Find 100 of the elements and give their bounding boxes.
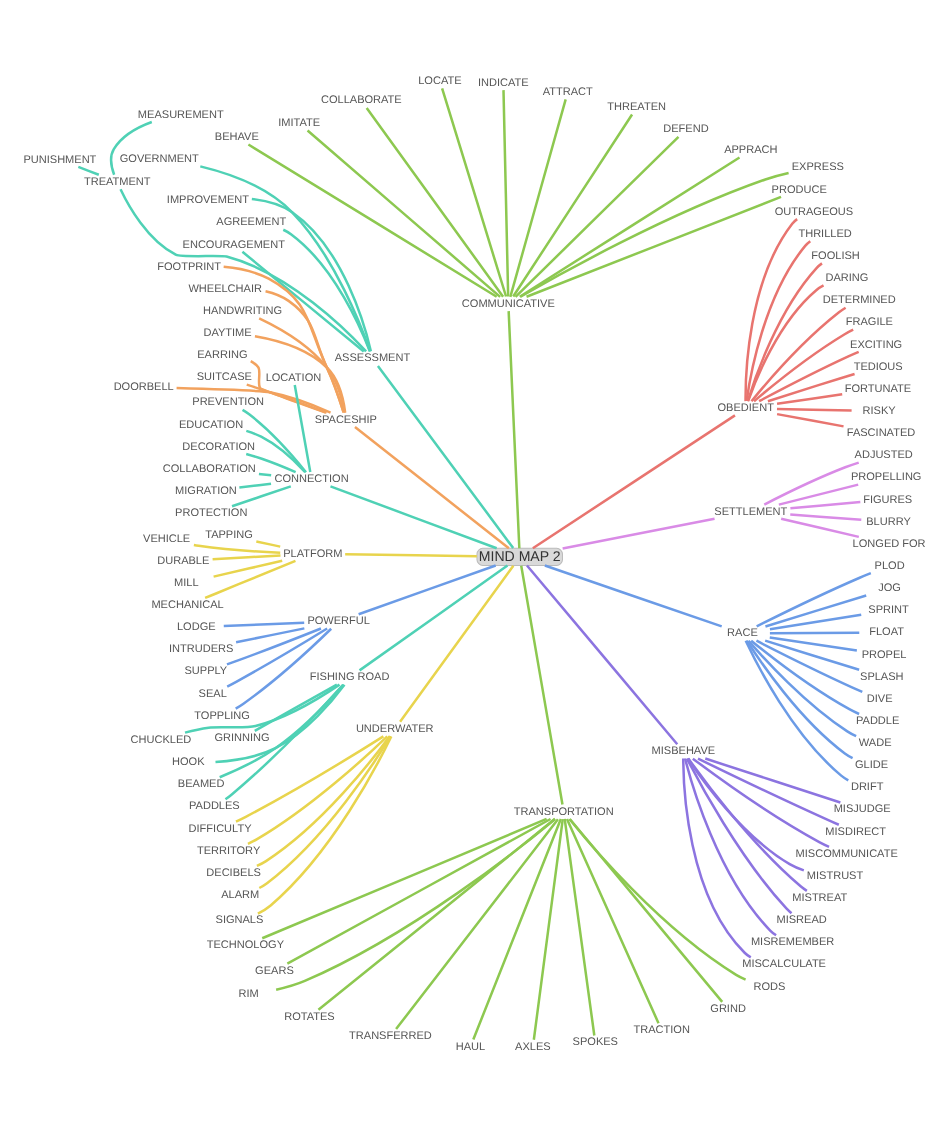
connector bbox=[758, 350, 860, 403]
connector bbox=[520, 565, 564, 805]
connector bbox=[215, 683, 346, 764]
connector bbox=[682, 758, 752, 959]
connector bbox=[776, 407, 852, 412]
connector bbox=[241, 408, 307, 473]
connector bbox=[256, 735, 391, 868]
connector bbox=[395, 818, 559, 1030]
connector bbox=[286, 817, 552, 965]
connector bbox=[767, 372, 855, 403]
connector bbox=[526, 564, 679, 745]
connector bbox=[790, 513, 862, 522]
connector bbox=[250, 360, 327, 414]
connector bbox=[226, 627, 328, 688]
connector bbox=[776, 393, 843, 405]
connector bbox=[753, 328, 854, 403]
connector bbox=[776, 412, 844, 428]
connector bbox=[472, 818, 562, 1040]
connector bbox=[750, 306, 847, 402]
connector bbox=[440, 87, 508, 297]
connector bbox=[565, 818, 660, 1024]
connector bbox=[514, 135, 680, 298]
connector bbox=[223, 621, 305, 628]
connector bbox=[345, 552, 477, 558]
connector bbox=[358, 564, 497, 616]
connector bbox=[184, 683, 341, 734]
connector bbox=[746, 262, 823, 402]
connector bbox=[77, 165, 100, 176]
connector bbox=[226, 627, 322, 666]
connector bbox=[330, 485, 498, 550]
connector bbox=[750, 639, 860, 716]
connector bbox=[755, 639, 863, 693]
connector bbox=[563, 818, 596, 1036]
connector bbox=[765, 594, 867, 628]
connector bbox=[224, 683, 345, 801]
connector bbox=[254, 334, 347, 413]
connector bbox=[526, 195, 782, 298]
connector bbox=[239, 482, 272, 489]
connector bbox=[687, 757, 808, 892]
connector bbox=[251, 197, 373, 352]
connector bbox=[764, 639, 860, 671]
connector bbox=[231, 485, 292, 508]
connector bbox=[502, 90, 510, 297]
connector bbox=[219, 684, 345, 779]
connector bbox=[223, 265, 345, 413]
connector bbox=[683, 758, 777, 937]
connector bbox=[258, 317, 346, 413]
connector bbox=[532, 414, 736, 550]
connector bbox=[778, 483, 859, 506]
connector bbox=[235, 627, 305, 644]
connector bbox=[763, 461, 860, 506]
connector bbox=[176, 386, 332, 414]
connector bbox=[509, 99, 567, 298]
connector bbox=[200, 165, 372, 352]
connector bbox=[544, 564, 723, 628]
connector bbox=[747, 640, 857, 738]
connector bbox=[769, 631, 860, 635]
connector bbox=[358, 564, 509, 672]
connector bbox=[704, 757, 841, 804]
connector bbox=[246, 383, 328, 414]
connector bbox=[686, 757, 805, 872]
connector bbox=[790, 500, 861, 510]
connector bbox=[769, 613, 862, 631]
connector bbox=[569, 818, 724, 1003]
connector bbox=[204, 559, 296, 600]
connector bbox=[317, 817, 556, 1011]
connector bbox=[685, 758, 793, 915]
connector bbox=[568, 818, 747, 981]
connector bbox=[756, 572, 872, 628]
connector bbox=[692, 757, 830, 848]
connector bbox=[247, 143, 498, 298]
connector bbox=[254, 683, 338, 732]
connector bbox=[562, 517, 715, 550]
connector bbox=[769, 636, 858, 652]
connector bbox=[354, 425, 510, 550]
connector bbox=[275, 818, 556, 991]
connector bbox=[282, 228, 372, 352]
connector bbox=[212, 554, 281, 561]
connector bbox=[258, 735, 392, 890]
connector bbox=[507, 311, 521, 549]
connector bbox=[519, 171, 789, 298]
connector bbox=[241, 250, 365, 353]
connector bbox=[512, 113, 634, 298]
connector bbox=[376, 365, 515, 549]
connector bbox=[697, 757, 840, 826]
connector bbox=[745, 240, 812, 402]
connector bbox=[365, 107, 505, 298]
connector bbox=[213, 559, 283, 578]
connector bbox=[119, 188, 367, 353]
connector bbox=[293, 384, 312, 473]
connector bbox=[235, 735, 385, 823]
connector bbox=[745, 640, 854, 760]
connector bbox=[193, 543, 281, 554]
connector bbox=[247, 735, 389, 845]
connector bbox=[261, 817, 548, 940]
connector bbox=[256, 540, 281, 548]
connector bbox=[532, 818, 564, 1040]
connector bbox=[109, 120, 153, 176]
connector bbox=[519, 156, 741, 298]
connector bbox=[245, 452, 297, 474]
